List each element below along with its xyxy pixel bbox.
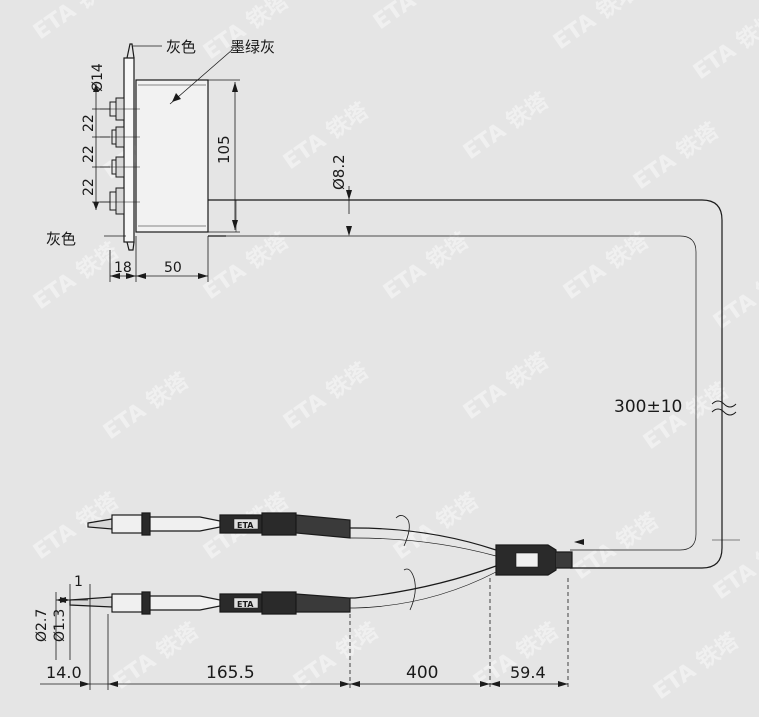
label-pitch-3: 22 (81, 178, 97, 196)
cable (226, 199, 737, 569)
probe-brand-upper: ETA (237, 521, 254, 530)
label-width-18: 18 (114, 260, 132, 276)
label-dim-14: 14.0 (46, 663, 82, 682)
banana-sockets (100, 97, 140, 215)
label-cable-length: 300±10 (614, 397, 682, 417)
dimension-lines (40, 45, 740, 690)
watermark-text: ETA 铁塔 (369, 0, 464, 35)
watermark-text: ETA 铁塔 (569, 507, 664, 585)
label-tip-dia-27: Ø2.7 (34, 609, 50, 642)
watermark-text: ETA 铁塔 (629, 117, 724, 195)
label-tip-dia-13: Ø1.3 (52, 609, 68, 642)
arrowheads (56, 82, 584, 687)
watermark-text: ETA 铁塔 (279, 97, 374, 175)
label-ink-green-gray: 墨绿灰 (230, 38, 275, 56)
watermark-text: ETA 铁塔 (99, 367, 194, 445)
watermark-text: ETA 铁塔 (389, 487, 484, 565)
label-dim-400: 400 (406, 663, 438, 683)
watermark-text: ETA 铁塔 (689, 7, 759, 85)
watermark-text: ETA 铁塔 (289, 617, 384, 695)
watermark-text: ETA 铁塔 (379, 227, 474, 305)
label-plug-dia: Ø14 (90, 63, 106, 92)
watermark-text: ETA 铁塔 (199, 227, 294, 305)
label-dim-594: 59.4 (510, 663, 546, 682)
watermark-text: ETA 铁塔 (549, 0, 644, 55)
probe-brand-lower: ETA (237, 600, 254, 609)
test-probe-upper (87, 512, 351, 539)
watermark-text: ETA 铁塔 (559, 227, 654, 305)
watermark-text: ETA 铁塔 (709, 527, 759, 605)
y-splitter (350, 515, 573, 611)
label-tip-step: 1 (74, 574, 83, 590)
labels: 灰色 墨绿灰 灰色 105 Ø8.2 300±10 Ø14 22 22 22 1… (34, 38, 682, 683)
watermark-text: ETA 铁塔 (29, 237, 124, 315)
watermark-text: ETA 铁塔 (279, 357, 374, 435)
label-cable-dia: Ø8.2 (330, 154, 348, 190)
watermark-text: ETA 铁塔 (709, 257, 759, 335)
watermark-text: ETA 铁塔 (459, 347, 554, 425)
label-box-height: 105 (215, 135, 233, 164)
label-width-50: 50 (164, 260, 182, 276)
label-pitch-2: 22 (81, 145, 97, 163)
label-gray-bottom: 灰色 (46, 230, 76, 248)
watermark-text: ETA 铁塔 (649, 627, 744, 705)
connector-box (123, 43, 236, 251)
watermark-text: ETA 铁塔 (459, 87, 554, 165)
watermark-text: ETA 铁塔 (109, 617, 204, 695)
test-probe-lower (69, 591, 351, 615)
label-pitch-1: 22 (81, 114, 97, 132)
label-gray-top: 灰色 (166, 38, 196, 56)
label-dim-1655: 165.5 (206, 663, 255, 683)
watermark-text: ETA 铁塔 (29, 0, 124, 45)
